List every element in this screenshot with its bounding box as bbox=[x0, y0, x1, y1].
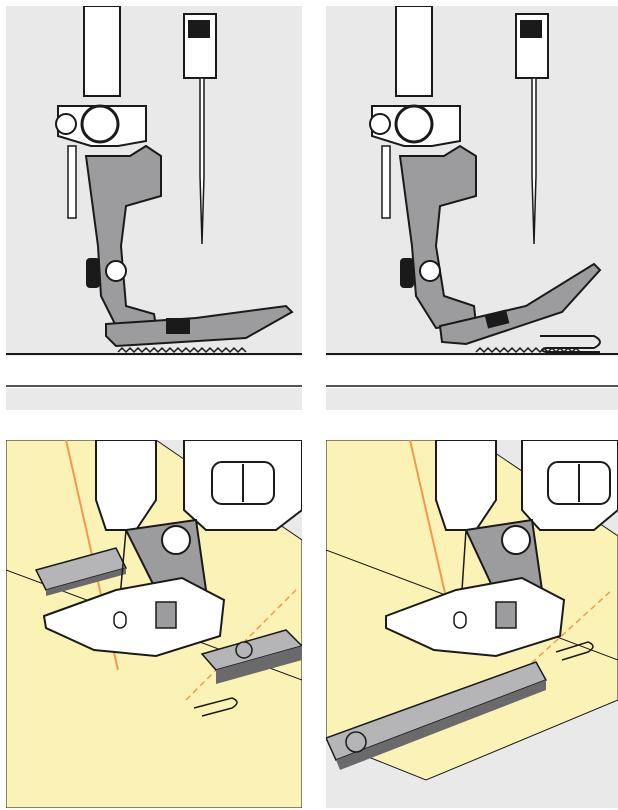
foot-screw-icon bbox=[502, 526, 530, 554]
needle-icon bbox=[532, 78, 536, 244]
clamp-screw-icon bbox=[82, 106, 118, 142]
foot-screw-icon bbox=[400, 258, 414, 288]
clamp-screw-icon bbox=[396, 106, 432, 142]
panel-foot-top-tool bbox=[326, 440, 618, 808]
panel-foot-top-plates bbox=[6, 440, 302, 808]
panel-foot-side-fold bbox=[326, 6, 618, 410]
foot-side-flat-illustration bbox=[6, 6, 302, 410]
foot-top-plates-illustration bbox=[6, 440, 302, 808]
foot-side-fold-illustration bbox=[326, 6, 618, 410]
foot-screw-icon bbox=[162, 526, 190, 554]
panel-foot-side-flat bbox=[6, 6, 302, 410]
foot-top-tool-illustration bbox=[326, 440, 618, 808]
needle-icon bbox=[200, 78, 204, 244]
presser-bar bbox=[396, 6, 432, 96]
presser-bar bbox=[84, 6, 120, 96]
foot-screw-icon bbox=[86, 258, 100, 288]
